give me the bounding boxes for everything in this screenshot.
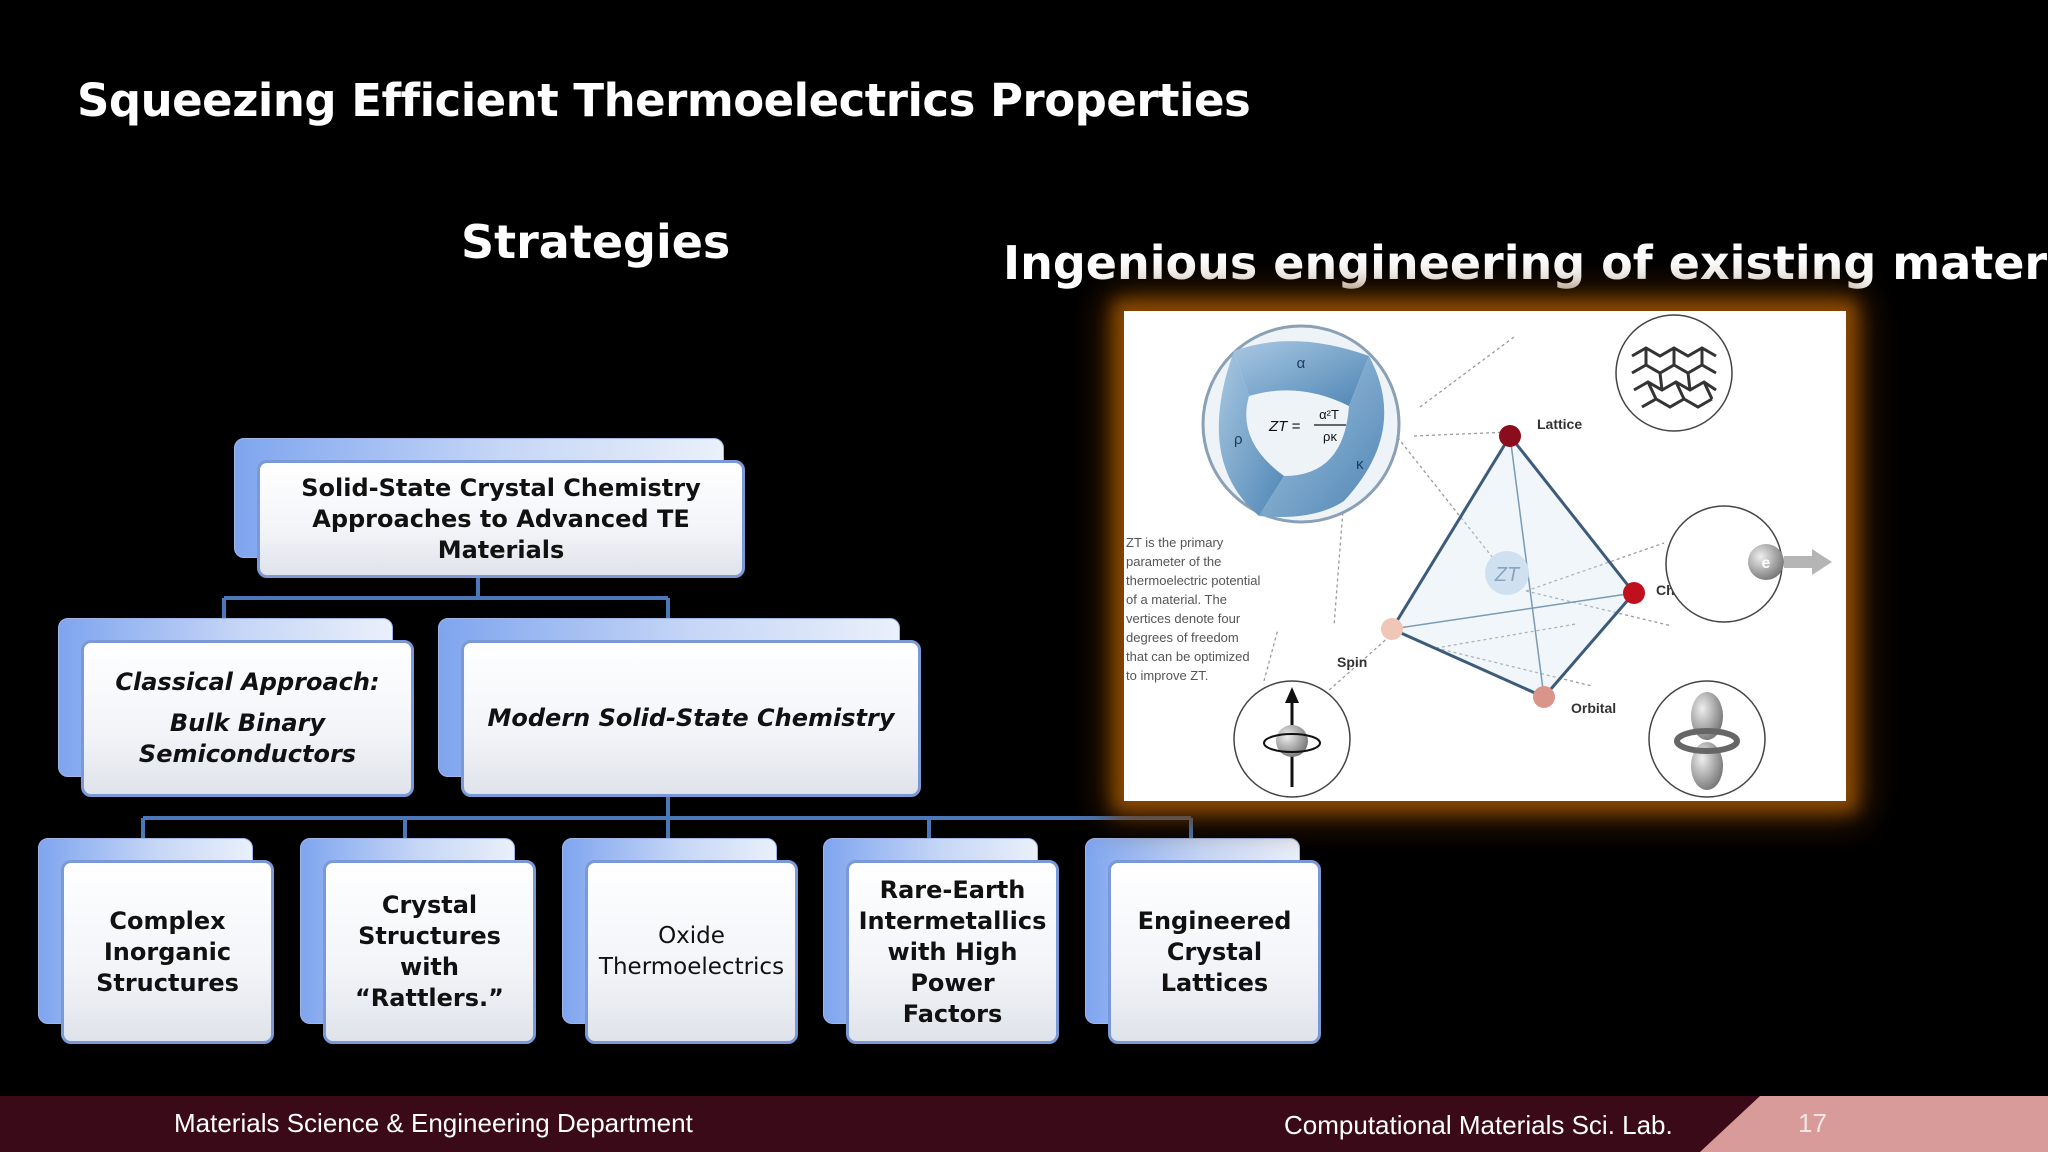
root-node-line2: Approaches to Advanced TE Materials	[312, 504, 690, 564]
root-node-line1: Solid-State Crystal Chemistry	[301, 473, 701, 502]
charge-vertex	[1623, 582, 1645, 604]
engineering-heading: Ingenious engineering of existing materi…	[1003, 236, 2048, 290]
classical-node-line1: Classical Approach:	[115, 668, 380, 696]
leaf-node-box: Rare-Earth Intermetallics with High Powe…	[846, 860, 1059, 1044]
formula-numerator: α²T	[1319, 407, 1339, 422]
leaf-line: Thermoelectrics	[598, 954, 785, 980]
mobius-band-left	[1218, 351, 1284, 516]
leaf-line: Intermetallics	[858, 906, 1047, 935]
mobius-band-top	[1234, 341, 1369, 406]
page-number-tab	[1700, 1096, 2048, 1152]
classical-approach-node: Classical Approach: Bulk Binary Semicond…	[58, 618, 414, 797]
leaf-line: Rare-Earth	[879, 875, 1026, 904]
lattice-structure-icon	[1631, 346, 1717, 409]
strategies-heading: Strategies	[461, 215, 731, 269]
lattice-vertex	[1499, 425, 1521, 447]
lattice-label: Lattice	[1537, 416, 1582, 432]
rho-symbol: ρ	[1234, 431, 1243, 448]
footer-department: Materials Science & Engineering Departme…	[174, 1108, 693, 1138]
alpha-symbol: α	[1297, 355, 1306, 372]
caption-line: parameter of the	[1126, 554, 1221, 569]
classical-node-box: Classical Approach: Bulk Binary Semicond…	[81, 640, 414, 797]
tetra-edges	[1390, 435, 1636, 699]
leaf-line: Inorganic	[103, 937, 232, 966]
root-node: Solid-State Crystal Chemistry Approaches…	[234, 438, 745, 578]
caption-line: that can be optimized	[1126, 649, 1250, 664]
modern-node-label: Modern Solid-State Chemistry	[487, 704, 895, 732]
caption-line: to improve ZT.	[1126, 668, 1208, 683]
leaf-line: Engineered	[1137, 906, 1292, 935]
leaf-line: Power Factors	[902, 968, 1003, 1028]
modern-node-box: Modern Solid-State Chemistry	[461, 640, 921, 797]
classical-node-line2: Bulk Binary	[169, 709, 326, 737]
classical-node-line3: Semiconductors	[138, 740, 357, 768]
leaf-node-box: Crystal Structures with “Rattlers.”	[323, 860, 536, 1044]
caption-line: thermoelectric potential	[1126, 573, 1261, 588]
electron-arrow-icon	[1784, 549, 1832, 575]
leaf-line: Oxide	[658, 923, 725, 949]
leaf-line: Crystal	[381, 891, 478, 919]
caption-line: degrees of freedom	[1126, 630, 1239, 645]
formula-lhs: ZT =	[1268, 418, 1300, 435]
leaf-line: Crystal Lattices	[1160, 937, 1269, 997]
spin-icon	[1263, 687, 1321, 787]
leaf-node: Rare-Earth Intermetallics with High Powe…	[823, 838, 1059, 1044]
leaf-node: Complex Inorganic Structures	[38, 838, 274, 1044]
footer-lab: Computational Materials Sci. Lab.	[1284, 1110, 1673, 1140]
page-number: 17	[1798, 1108, 1827, 1138]
leaf-node: Engineered Crystal Lattices	[1085, 838, 1321, 1044]
mobius-band-right	[1259, 356, 1385, 517]
leaf-line: Complex	[109, 906, 226, 935]
root-node-box: Solid-State Crystal Chemistry Approaches…	[257, 460, 745, 578]
slide-title: Squeezing Efficient Thermoelectrics Prop…	[77, 74, 1251, 127]
orbital-vertex	[1533, 686, 1555, 708]
leaf-node-box: Engineered Crystal Lattices	[1108, 860, 1321, 1044]
leaf-line: “Rattlers.”	[355, 984, 504, 1012]
electron-icon	[1748, 544, 1784, 580]
caption-line: ZT is the primary	[1126, 535, 1224, 550]
zt-tetrahedron-figure: α ρ κ ZT = α²T ρκ ZT Lattice Charge Spin…	[1124, 311, 1846, 801]
electron-symbol: e	[1762, 555, 1771, 572]
modern-chemistry-node: Modern Solid-State Chemistry	[438, 618, 921, 797]
kappa-symbol: κ	[1356, 456, 1364, 473]
spin-label: Spin	[1337, 654, 1367, 670]
formula-denominator: ρκ	[1323, 429, 1337, 444]
figure-caption: ZT is the primary parameter of the therm…	[1126, 535, 1261, 683]
zt-center-label: ZT	[1494, 564, 1521, 586]
leaf-line: Structures	[96, 968, 239, 997]
leaf-line: Structures with	[358, 922, 501, 981]
leaf-node-box: Oxide Thermoelectrics	[585, 860, 798, 1044]
caption-line: of a material. The	[1126, 592, 1227, 607]
orbital-icon	[1674, 692, 1740, 790]
footer-bar	[0, 1096, 2048, 1152]
leaf-node-box: Complex Inorganic Structures	[61, 860, 274, 1044]
zt-center-bubble	[1485, 551, 1529, 595]
zt-figure-svg: α ρ κ ZT = α²T ρκ ZT Lattice Charge Spin…	[1126, 314, 1832, 798]
lattice-circle	[1615, 314, 1733, 432]
spin-vertex	[1381, 618, 1403, 640]
leaf-node: Oxide Thermoelectrics	[562, 838, 798, 1044]
leaf-node: Crystal Structures with “Rattlers.”	[300, 838, 536, 1044]
orbital-label: Orbital	[1571, 700, 1616, 716]
caption-line: vertices denote four	[1126, 611, 1241, 626]
leaf-line: with High	[887, 937, 1018, 966]
